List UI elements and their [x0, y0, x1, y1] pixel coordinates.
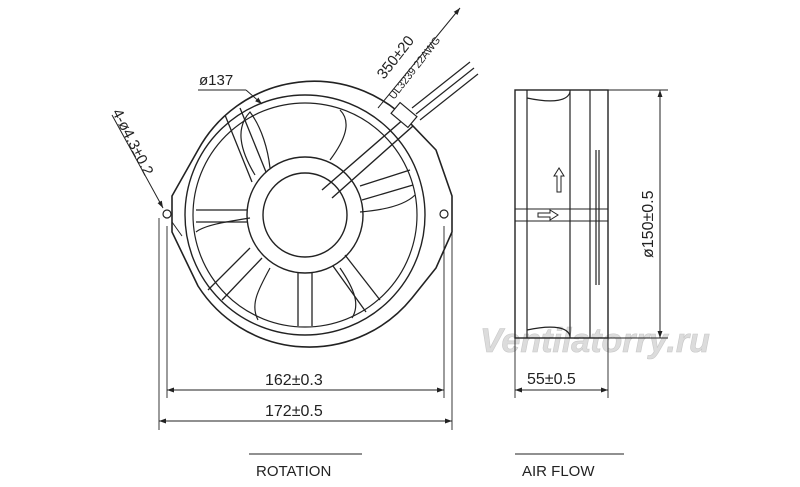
fan-side-view — [514, 89, 609, 339]
side-outer-outline — [514, 89, 609, 339]
cable-length-dimension: 350±20 UL3239 22AWG — [374, 7, 461, 109]
mounting-hole-label: 4-ø4.3±0.2 — [108, 106, 156, 178]
frame-spokes — [196, 107, 414, 326]
air-flow-label: AIR FLOW — [522, 463, 595, 480]
overall-width-label: 172±0.5 — [265, 403, 323, 420]
mounting-hole-left — [162, 209, 172, 219]
motor-hub-outer — [246, 156, 364, 274]
frame-width-label: 162±0.3 — [265, 372, 323, 389]
diameter-137-label: ø137 — [199, 72, 233, 89]
rotation-label: ROTATION — [256, 463, 331, 480]
side-depth-label: 55±0.5 — [527, 371, 576, 388]
motor-hub-inner — [262, 172, 348, 258]
fan-blades — [195, 109, 416, 321]
inner-ring — [192, 102, 418, 328]
mounting-hole-dimension: 4-ø4.3±0.2 — [108, 106, 183, 237]
fan-front-view — [162, 61, 479, 348]
side-depth-dimension: 55±0.5 — [514, 338, 609, 398]
outer-ring — [184, 94, 426, 336]
mounting-hole-right — [439, 209, 449, 219]
side-height-label: ø150±0.5 — [640, 190, 657, 258]
airflow-arrow-icon — [537, 209, 559, 221]
front-width-dimensions: 162±0.3 172±0.5 — [158, 218, 453, 430]
diameter-137-dimension: ø137 — [198, 72, 263, 105]
watermark-text: Ventilatorry.ru — [480, 322, 710, 360]
rotation-arrow-icon — [553, 167, 565, 193]
power-cable — [321, 61, 479, 199]
side-height-dimension: ø150±0.5 — [608, 89, 668, 339]
